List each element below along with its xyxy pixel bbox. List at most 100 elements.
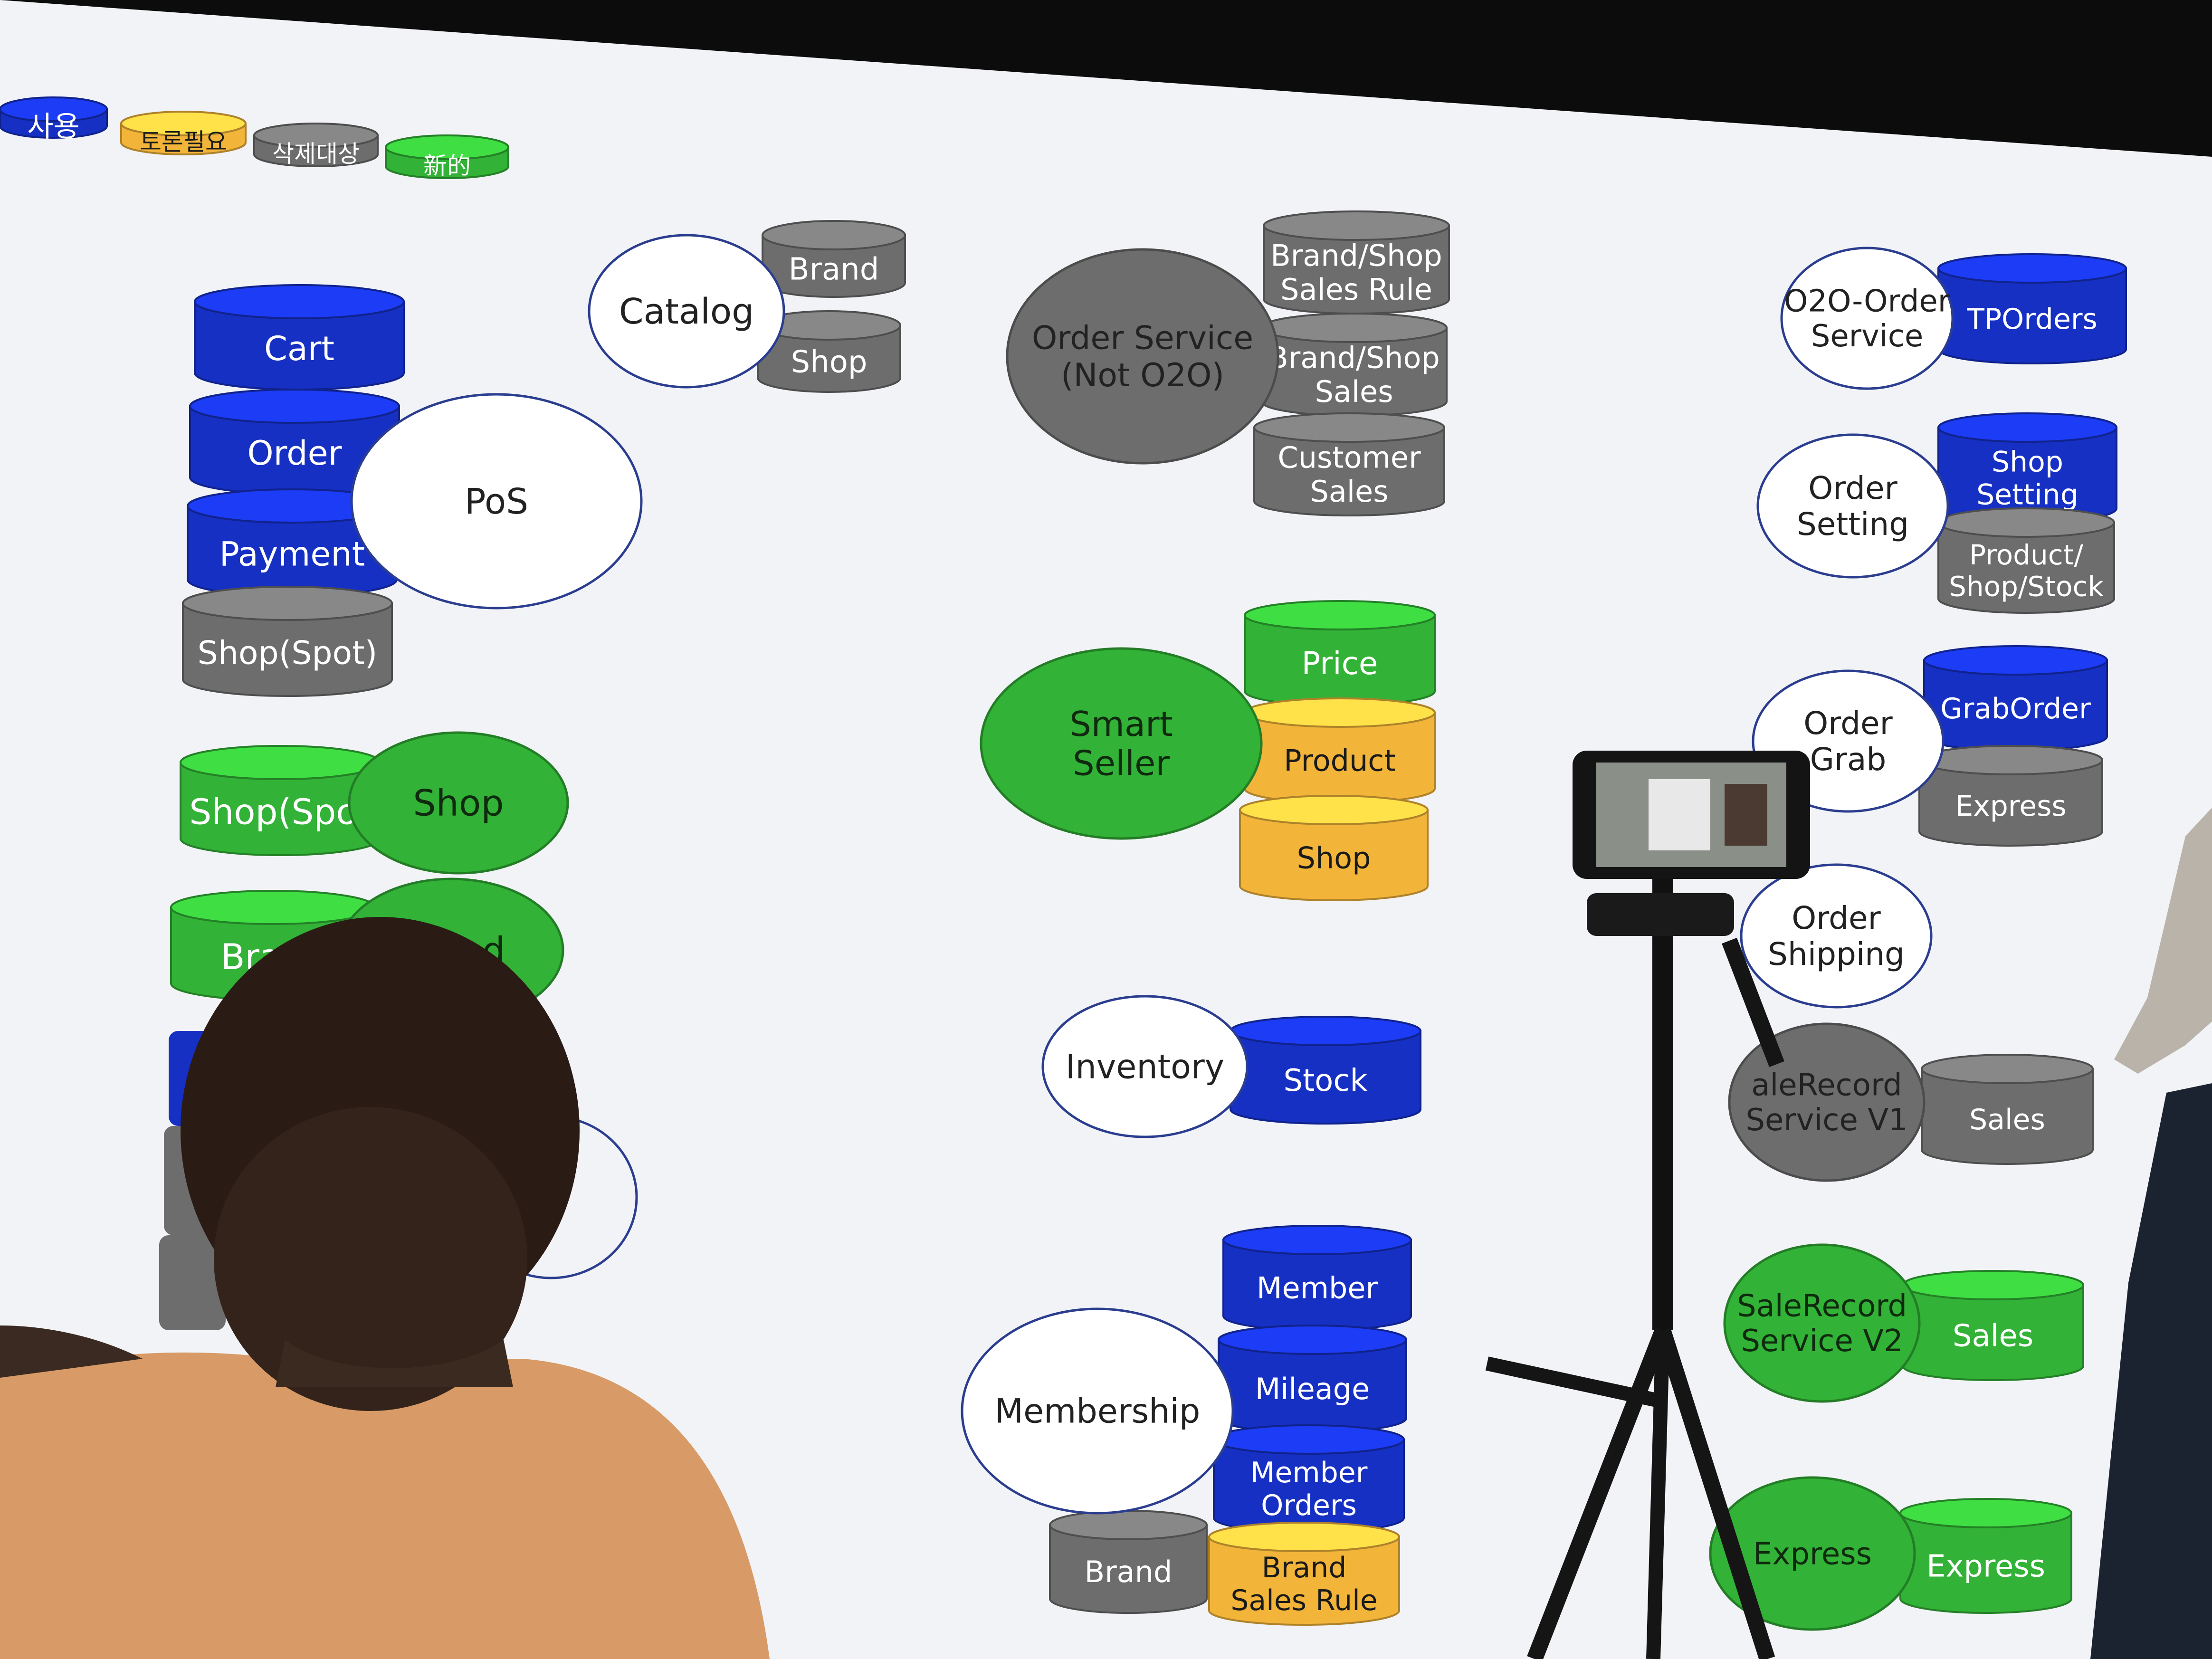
label-text: Order Service(Not O2O) xyxy=(1032,320,1253,394)
label-text: Shop xyxy=(1297,841,1371,876)
legend-item-needs-discussion: 토론필요 xyxy=(120,111,247,156)
db-tporders: TPOrders xyxy=(1937,253,2127,364)
db-price: Price xyxy=(1244,600,1436,706)
db-cart: Cart xyxy=(194,284,405,391)
label-text: Payment xyxy=(219,535,365,574)
label-text: Express xyxy=(1926,1549,2045,1584)
db-catalog-brand: Brand xyxy=(762,220,906,298)
db-sales-v2: Sales xyxy=(1902,1270,2084,1381)
label-text: Membership xyxy=(995,1392,1201,1431)
legend-item-new: 新的 xyxy=(385,134,509,180)
label-text: 사용 xyxy=(27,110,79,143)
label-text: 삭제대상 xyxy=(272,140,360,168)
label-text: Shop(Spot) xyxy=(198,634,378,672)
label-text: Sales xyxy=(1953,1318,2033,1354)
db-smart-shop: Shop xyxy=(1239,795,1429,901)
label-text: Shop xyxy=(413,782,504,824)
order-grab-db-stack: GrabOrder Express xyxy=(1918,645,2108,847)
db-shop-spot-green: Shop(Spot xyxy=(180,745,381,856)
db-product: Product xyxy=(1244,697,1436,804)
label-text: Order xyxy=(248,434,342,473)
label-text: Member xyxy=(1257,1271,1378,1306)
label-text: Product/Shop/Stock xyxy=(1949,539,2104,603)
label-text: Mileage xyxy=(1255,1372,1370,1406)
label-text: Product xyxy=(1284,744,1395,778)
audience-member xyxy=(0,917,770,1659)
db-order: Order xyxy=(189,389,400,495)
db-member: Member xyxy=(1222,1225,1412,1331)
label-text: Sales xyxy=(1969,1103,2045,1136)
legend-item-in-use: 사용 xyxy=(0,96,108,143)
service-shop: Shop xyxy=(348,731,569,875)
label-text: 新的 xyxy=(423,152,471,180)
label-text: GrabOrder xyxy=(1940,692,2091,725)
legend-item-to-delete: 삭제대상 xyxy=(253,123,379,168)
smart-seller-db-stack: Price Product Shop xyxy=(1239,600,1436,901)
label-text: Shop(Spot xyxy=(189,791,371,832)
service-express: Express xyxy=(1709,1476,1916,1631)
db-shop-spot-gray: Shop(Spot) xyxy=(182,586,393,697)
label-text: Express xyxy=(1955,790,2066,823)
db-payment: Payment xyxy=(187,488,398,597)
db-express-gray: Express xyxy=(1918,745,2103,847)
presenter xyxy=(2090,808,2212,1659)
label-text: Shop xyxy=(791,344,868,380)
service-membership: Membership xyxy=(961,1307,1234,1515)
service-inventory: Inventory xyxy=(1041,995,1249,1138)
db-graborder: GrabOrder xyxy=(1923,645,2108,752)
db-catalog-shop: Shop xyxy=(757,310,901,393)
label-text: Express xyxy=(1753,1536,1872,1572)
db-membership-brand: Brand xyxy=(1049,1510,1208,1614)
label-text: Catalog xyxy=(619,291,754,332)
label-text: Cart xyxy=(264,329,334,368)
legend: 사용 토론필요 삭제대상 新的 xyxy=(0,96,509,180)
service-pos: PoS xyxy=(350,393,643,610)
db-product-shop-stock: Product/Shop/Stock xyxy=(1937,507,2115,614)
db-sales-v1: Sales xyxy=(1921,1054,2094,1165)
service-order-not-o2o: Order Service(Not O2O) xyxy=(1006,248,1279,465)
label-text: 토론필요 xyxy=(140,128,227,156)
tripod-with-phone xyxy=(1485,751,1810,1659)
label-text: Price xyxy=(1301,645,1378,682)
label-text: PoS xyxy=(465,481,528,522)
label-text: TPOrders xyxy=(1966,303,2098,336)
pos-db-stack: Cart Order Payment Shop(Spot) xyxy=(182,284,405,697)
db-mileage: Mileage xyxy=(1218,1325,1407,1433)
label-text: Inventory xyxy=(1066,1048,1224,1087)
db-express-green: Express xyxy=(1899,1498,2072,1614)
label-text: Stock xyxy=(1283,1063,1367,1098)
label-text: Brand xyxy=(789,252,879,287)
service-catalog: Catalog xyxy=(588,234,785,389)
label-text: Brand xyxy=(1085,1554,1173,1589)
db-stock: Stock xyxy=(1230,1016,1421,1125)
